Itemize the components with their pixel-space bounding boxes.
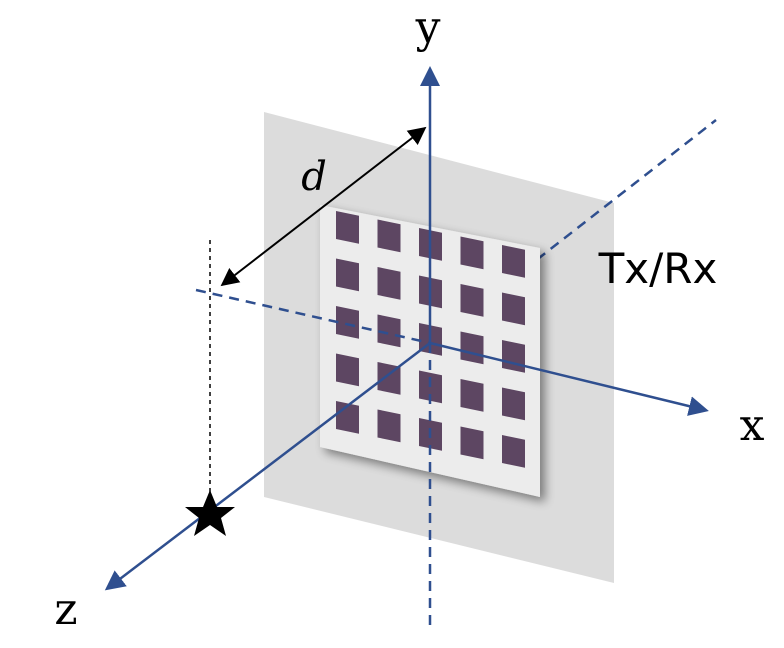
distance-arrow — [220, 126, 427, 287]
antenna-element — [336, 353, 359, 387]
antenna-element — [502, 292, 525, 326]
x-axis — [429, 341, 709, 416]
antenna-element — [502, 245, 525, 278]
antenna-element — [377, 219, 401, 253]
distance-label: d — [301, 154, 327, 200]
z-axis-label: z — [54, 584, 77, 635]
antenna-element — [502, 340, 525, 373]
antenna-element — [377, 409, 401, 443]
antenna-element — [460, 331, 484, 365]
antenna-element — [336, 258, 359, 292]
z-axis — [104, 342, 431, 591]
x-axis-label: x — [740, 400, 765, 451]
antenna-element — [460, 379, 484, 412]
antenna-element — [460, 236, 484, 270]
antenna-element — [460, 426, 484, 460]
antenna-element — [377, 267, 401, 300]
antenna-element — [460, 284, 484, 317]
antenna-element — [336, 211, 359, 244]
antenna-element — [336, 306, 359, 339]
array-label: Tx/Rx — [598, 244, 718, 293]
x-axis-hidden — [195, 288, 431, 345]
antenna-element — [377, 314, 401, 348]
antenna-element — [502, 387, 525, 421]
antenna-element — [502, 435, 525, 468]
star-icon — [185, 490, 235, 536]
y-axis-label: y — [415, 2, 441, 53]
